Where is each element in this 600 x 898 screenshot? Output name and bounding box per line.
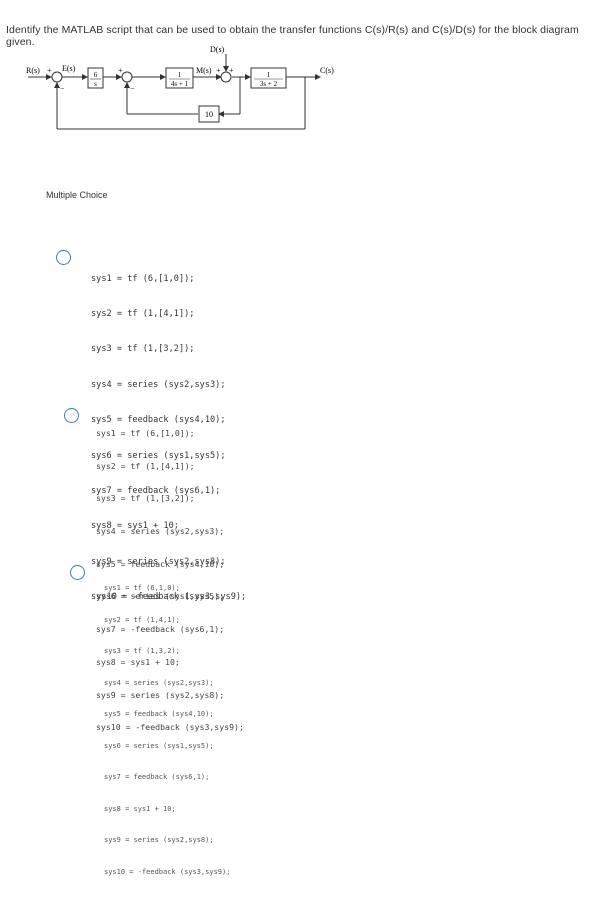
sign-sum3-plus-1: + [216, 66, 221, 75]
multiple-choice-label: Multiple Choice [46, 190, 108, 200]
svg-text:1: 1 [178, 71, 182, 79]
block-diagram: 6 s 1 4s + 1 1 3s + 2 10 R(s) E(s) M(s) … [26, 45, 334, 130]
label-e: E(s) [62, 64, 76, 73]
svg-text:4s + 1: 4s + 1 [171, 80, 189, 88]
block-feedback-gain-10: 10 [198, 105, 220, 123]
option-code: sys1 = tf (6,1,0); sys2 = tf (1,4,1); sy… [104, 584, 231, 876]
radio-button[interactable] [56, 250, 71, 265]
summing-junction-2 [121, 71, 133, 83]
summing-junction-1 [51, 71, 63, 83]
block-gain-6-over-s: 6 s [87, 67, 104, 89]
label-m: M(s) [196, 66, 212, 75]
svg-text:1: 1 [267, 71, 271, 79]
label-r: R(s) [26, 66, 40, 75]
svg-text:10: 10 [205, 110, 213, 119]
option-code: sys1 = tf (6,[1,0]); sys2 = tf (1,[4,1])… [91, 273, 247, 603]
radio-button[interactable] [64, 408, 79, 423]
sign-sum1-minus: − [60, 84, 65, 93]
question-text: Identify the MATLAB script that can be u… [6, 24, 579, 48]
svg-text:3s + 2: 3s + 2 [260, 80, 278, 88]
label-c: C(s) [320, 66, 334, 75]
block-1-over-4s-plus-1: 1 4s + 1 [165, 67, 194, 89]
sign-sum2-plus: + [118, 66, 123, 75]
option-code: sys1 = tf (6,[1,0]); sys2 = tf (1,[4,1])… [96, 427, 244, 733]
label-d: D(s) [210, 45, 225, 54]
sign-sum3-plus-2: + [229, 66, 234, 75]
radio-button[interactable] [70, 565, 85, 580]
svg-text:s: s [94, 80, 97, 88]
sign-sum1-plus: + [47, 66, 52, 75]
summing-junction-3 [220, 71, 232, 83]
sign-sum2-minus: − [130, 84, 135, 93]
block-1-over-3s-plus-2: 1 3s + 2 [250, 67, 287, 89]
svg-text:6: 6 [94, 71, 98, 79]
